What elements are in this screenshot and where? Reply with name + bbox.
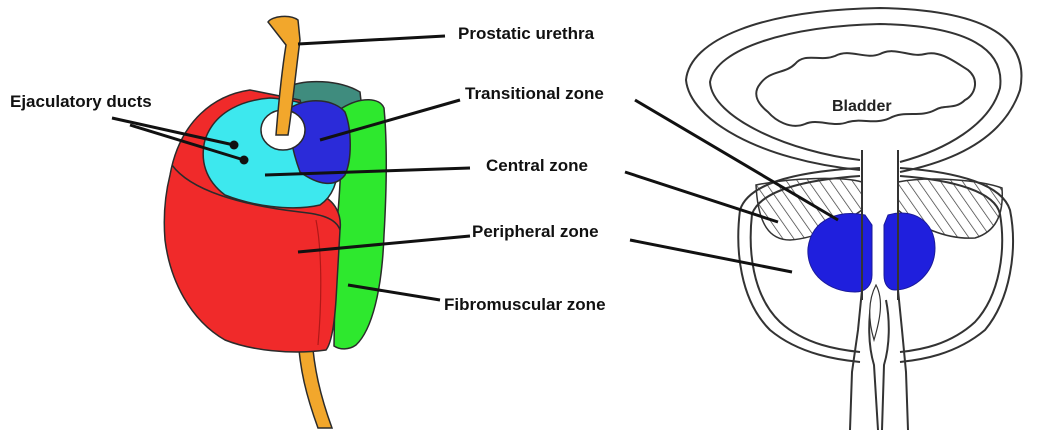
bladder-inner-wall [710, 24, 1000, 162]
label-prostatic-urethra: Prostatic urethra [458, 24, 594, 44]
label-transitional-zone: Transitional zone [465, 84, 604, 104]
urethra-lower-left [850, 290, 862, 430]
label-central-zone: Central zone [486, 156, 588, 176]
prostate-3d-model [164, 16, 386, 428]
label-bladder: Bladder [832, 98, 892, 116]
transitional-zone-right-lobe [884, 213, 935, 290]
label-ejaculatory-ducts: Ejaculatory ducts [10, 92, 152, 112]
leader-central-to-section [625, 172, 778, 222]
label-peripheral-zone: Peripheral zone [472, 222, 599, 242]
bladder-outer-wall [686, 8, 1021, 172]
leader-prostatic-urethra [298, 36, 445, 44]
leader-peripheral-to-section [630, 240, 792, 272]
urethra-lower-right [898, 290, 908, 430]
label-fibromuscular-zone: Fibromuscular zone [444, 295, 606, 315]
